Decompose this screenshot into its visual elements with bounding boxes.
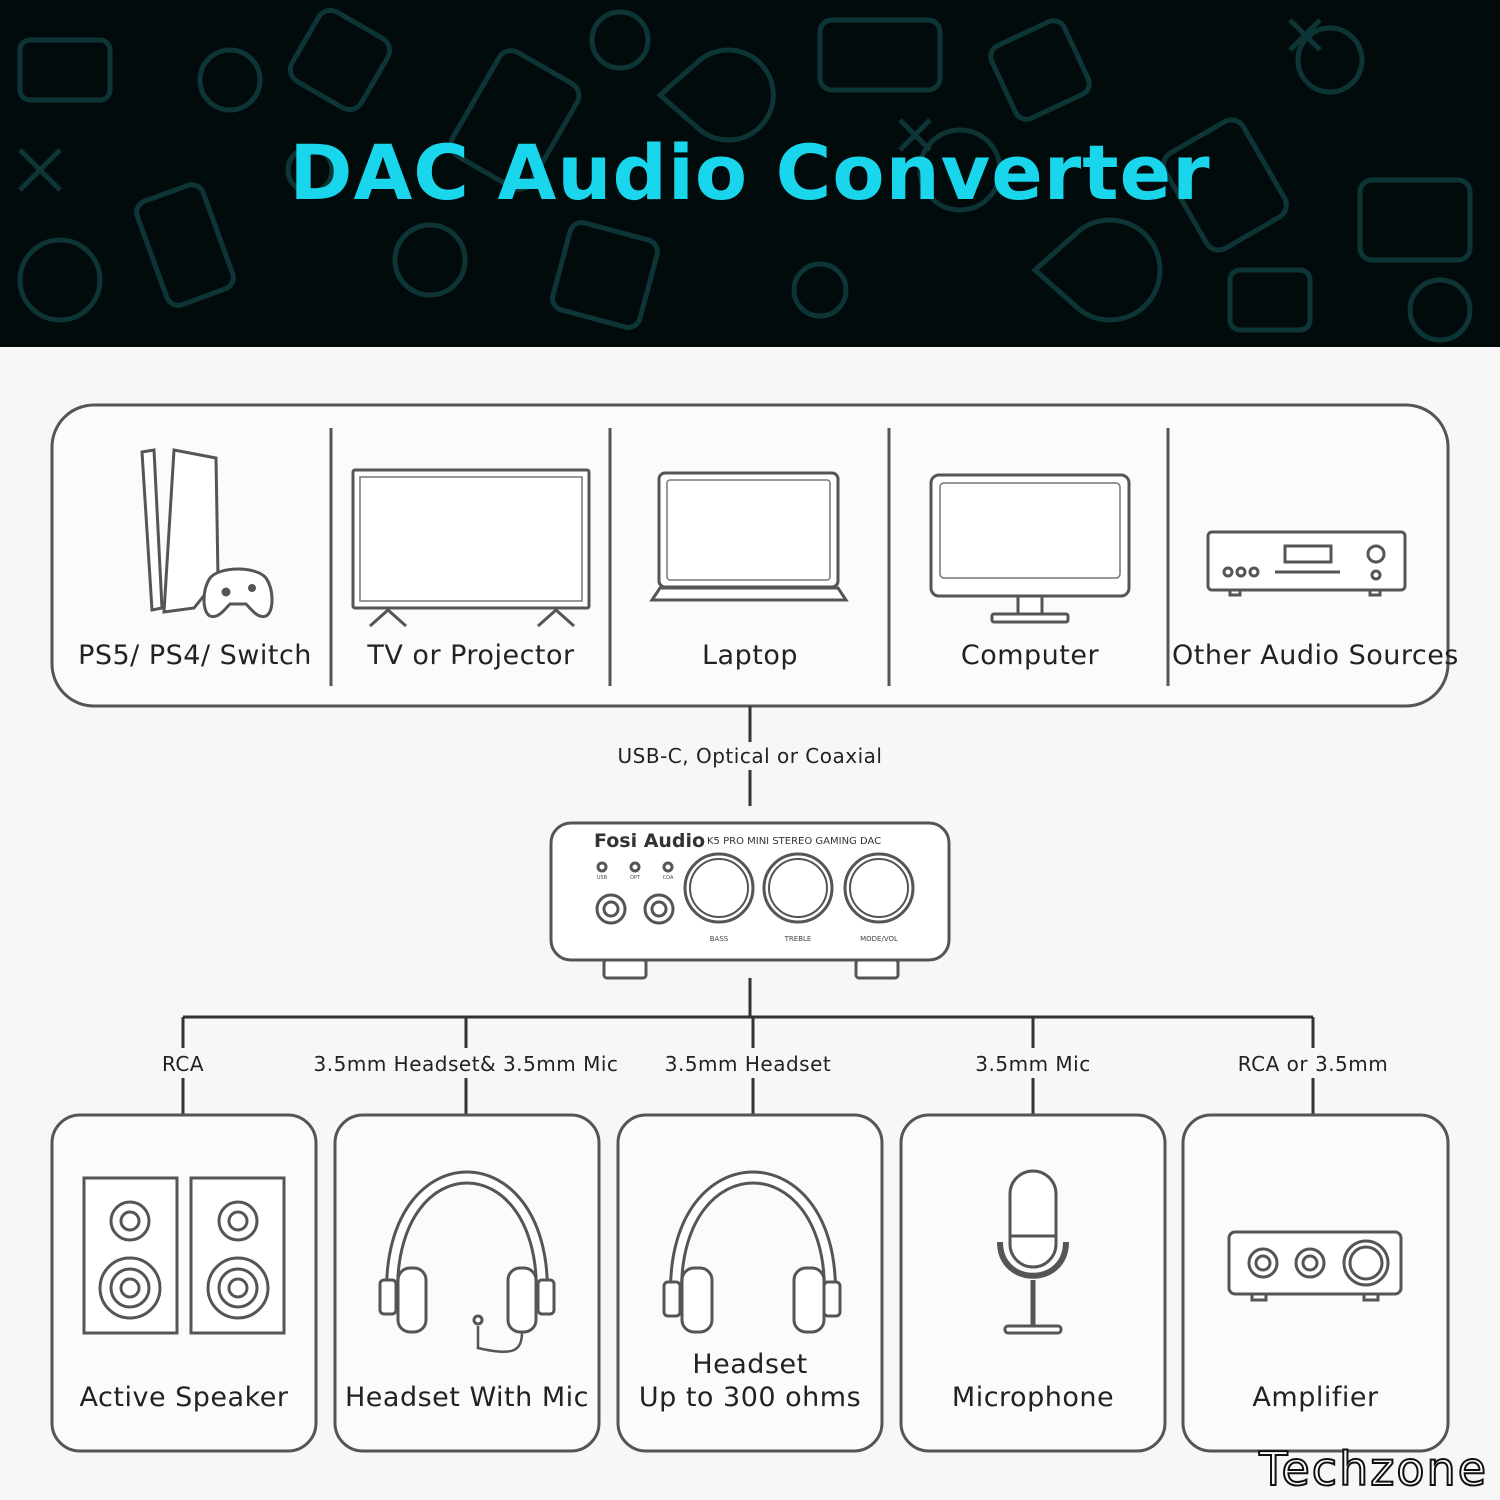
dac-input-usb: USB [596, 875, 608, 881]
source-label-computer: Computer [960, 640, 1100, 671]
source-label-other: Other Audio Sources [1172, 640, 1459, 671]
source-label-tv: TV or Projector [367, 640, 575, 671]
tv-icon [351, 468, 591, 628]
laptop-icon [649, 471, 849, 602]
page-title: DAC Audio Converter [289, 128, 1211, 217]
headset-mic-icon [378, 1170, 556, 1354]
audio-source-icon [1206, 530, 1407, 597]
output-label-headset-ohms: Up to 300 ohms [638, 1382, 862, 1413]
dac-model: K5 PRO MINI STEREO GAMING DAC [707, 836, 882, 847]
amplifier-icon [1227, 1230, 1403, 1302]
output-label-amplifier: Amplifier [1252, 1382, 1379, 1413]
microphone-icon [997, 1169, 1069, 1335]
input-connection-label: USB-C, Optical or Coaxial [617, 744, 883, 768]
dac-knob-treble: TREBLE [784, 935, 812, 943]
game-pattern-background [17, 7, 1473, 343]
output-connection-mic: 3.5mm Mic [975, 1052, 1091, 1076]
dac-device [549, 821, 951, 980]
header-banner: DAC Audio Converter [0, 0, 1500, 347]
dac-input-coa: COA [662, 875, 674, 881]
output-connection-headset: 3.5mm Headset [664, 1052, 832, 1076]
output-label-microphone: Microphone [951, 1382, 1115, 1413]
monitor-icon [929, 473, 1131, 624]
dac-knob-bass: BASS [709, 935, 729, 943]
source-label-console: PS5/ PS4/ Switch [78, 640, 312, 671]
output-label-speaker: Active Speaker [79, 1382, 289, 1413]
output-connection-rca: RCA [161, 1052, 205, 1076]
source-label-laptop: Laptop [702, 640, 798, 671]
dac-input-opt: OPT [629, 875, 640, 881]
dac-brand: Fosi Audio [594, 830, 706, 852]
output-label-headset: Headset [692, 1349, 808, 1380]
output-connection-amp: RCA or 3.5mm [1237, 1052, 1389, 1076]
dac-knob-mode: MODE/VOL [860, 935, 898, 943]
watermark: Techzone [1258, 1441, 1488, 1497]
speaker-icon [82, 1176, 286, 1335]
console-icon [140, 448, 274, 619]
headphones-icon [662, 1170, 842, 1334]
output-connection-headset-mic: 3.5mm Headset& 3.5mm Mic [313, 1052, 619, 1076]
output-label-headset-mic: Headset With Mic [345, 1382, 589, 1413]
